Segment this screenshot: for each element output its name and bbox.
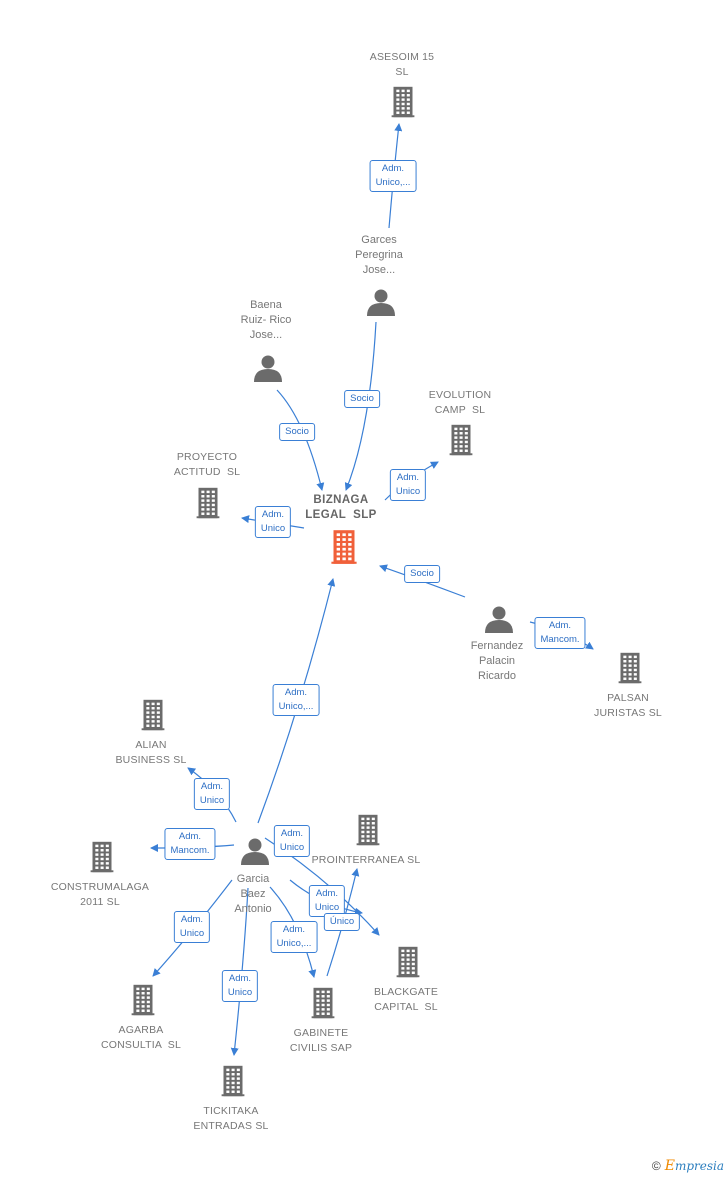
node-label-tickitaka[interactable]: TICKITAKA ENTRADAS SL xyxy=(193,1105,269,1132)
person-icon-fernandez[interactable] xyxy=(485,606,513,634)
edge-label-garcia-to-alian: Adm. Unico xyxy=(193,778,231,810)
node-label-palsan[interactable]: PALSAN JURISTAS SL xyxy=(594,692,662,719)
building-icon-gabinete[interactable] xyxy=(311,987,335,1019)
edge-garces-to-biznaga xyxy=(344,321,377,491)
edge-label-garcia-to-gabinete: Adm. Unico,... xyxy=(270,921,318,953)
building-icon-proyecto[interactable] xyxy=(196,487,220,519)
node-label-baena[interactable]: Baena Ruiz- Rico Jose... xyxy=(240,299,292,341)
copyright-credit[interactable]: ©Empresia xyxy=(652,1158,724,1174)
edge-label-fernandez-to-palsan: Adm. Mancom. xyxy=(534,617,586,649)
brand-initial: E xyxy=(664,1158,675,1174)
building-icon-asesoim[interactable] xyxy=(391,86,415,118)
building-icon-biznaga[interactable] xyxy=(331,530,357,564)
node-label-asesoim[interactable]: ASESOIM 15 SL xyxy=(369,51,435,78)
node-label-gabinete[interactable]: GABINETE CIVILIS SAP xyxy=(289,1027,353,1054)
edge-label-fernandez-to-biznaga: Socio xyxy=(404,565,440,583)
building-icon-alian[interactable] xyxy=(141,699,165,731)
edge-label-garcia-to-biznaga: Adm. Unico,... xyxy=(272,684,320,716)
node-label-agarba[interactable]: AGARBA CONSULTIA SL xyxy=(100,1024,182,1051)
building-icon-palsan[interactable] xyxy=(618,652,642,684)
icons-layer xyxy=(90,86,642,1097)
copyright-symbol: © xyxy=(651,1159,661,1173)
edge-label-garces-to-biznaga: Socio xyxy=(344,390,380,408)
edge-garcia-to-tickitaka xyxy=(230,887,249,1056)
node-label-garcia[interactable]: Garcia Baez Antonio xyxy=(234,873,272,915)
person-icon-garcia[interactable] xyxy=(241,838,269,866)
edge-label-baena-to-biznaga: Socio xyxy=(279,423,315,441)
node-label-alian[interactable]: ALIAN BUSINESS SL xyxy=(115,739,187,766)
building-icon-construmalaga[interactable] xyxy=(90,841,114,873)
edge-label-garcia-to-tickitaka: Adm. Unico xyxy=(221,970,259,1002)
edge-label-garcia-to-construmalaga: Adm. Mancom. xyxy=(164,828,216,860)
node-label-evolution[interactable]: EVOLUTION CAMP SL xyxy=(428,389,492,416)
node-label-construmalaga[interactable]: CONSTRUMALAGA 2011 SL xyxy=(50,881,150,908)
edge-label-garcia-to-agarba: Adm. Unico xyxy=(173,911,211,943)
node-label-blackgate[interactable]: BLACKGATE CAPITAL SL xyxy=(373,986,439,1013)
person-icon-garces[interactable] xyxy=(367,289,395,317)
node-label-garces[interactable]: Garces Peregrina Jose... xyxy=(355,234,403,276)
person-icon-baena[interactable] xyxy=(254,355,282,383)
building-icon-prointerranea[interactable] xyxy=(356,814,380,846)
node-label-proyecto[interactable]: PROYECTO ACTITUD SL xyxy=(173,451,241,478)
edge-label-garces-to-asesoim: Adm. Unico,... xyxy=(369,160,417,192)
edge-label-biznaga-to-proyecto: Adm. Unico xyxy=(254,506,292,538)
edge-label-garcia-to-prointerranea: Único xyxy=(323,913,361,931)
building-icon-evolution[interactable] xyxy=(449,424,473,456)
node-label-biznaga[interactable]: BIZNAGA LEGAL SLP xyxy=(305,494,377,521)
edge-label-biznaga-to-evolution: Adm. Unico xyxy=(389,469,427,501)
node-label-prointerranea[interactable]: PROINTERRANEA SL xyxy=(311,854,421,866)
brand-name: mpresia xyxy=(674,1159,724,1173)
building-icon-tickitaka[interactable] xyxy=(221,1065,245,1097)
building-icon-blackgate[interactable] xyxy=(396,946,420,978)
building-icon-agarba[interactable] xyxy=(131,984,155,1016)
node-label-fernandez[interactable]: Fernandez Palacin Ricardo xyxy=(470,640,524,682)
edge-label-garcia-to-blackgate: Adm. Unico xyxy=(273,825,311,857)
